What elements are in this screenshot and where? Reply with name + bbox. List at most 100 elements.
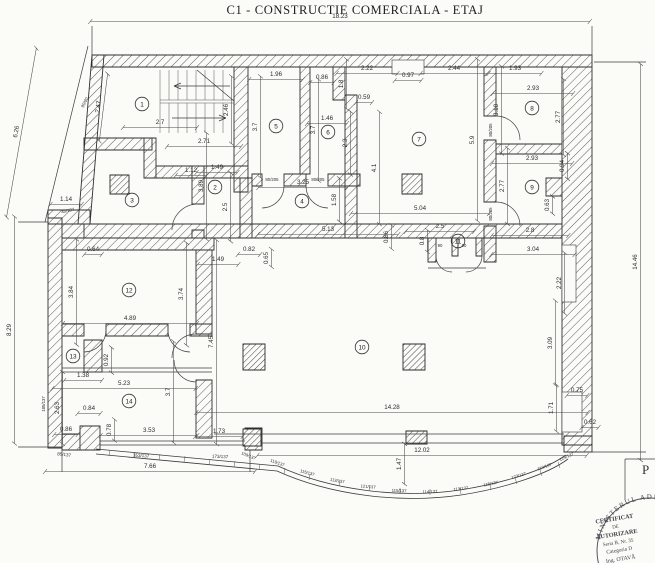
- tiny-label: 113/137: [537, 461, 553, 471]
- room-number: 3: [124, 192, 140, 208]
- room-number: 1: [134, 96, 150, 112]
- dim-label: 3.53: [98, 427, 200, 439]
- dim-label: 0.82: [235, 246, 263, 258]
- dim-text: 0.75: [571, 387, 584, 394]
- dim-label: 1.8: [338, 57, 350, 111]
- dim-label: 7.66: [42, 463, 258, 475]
- walls: [47, 54, 593, 453]
- dim-text: 3.74: [178, 287, 185, 300]
- dim-text: 5.9: [469, 135, 476, 144]
- room-number: 5: [268, 118, 284, 134]
- dim-label: 0.64: [82, 246, 104, 258]
- svg-text:3: 3: [130, 197, 134, 204]
- dim-text: 2.44: [448, 65, 461, 72]
- dim-text: 1.96: [270, 71, 283, 78]
- svg-text:7: 7: [417, 136, 421, 143]
- dim-text: 90: [438, 243, 443, 248]
- room-number: 11: [450, 233, 466, 249]
- dim-label: 3.25: [256, 179, 350, 191]
- tiny-label: 80/205: [265, 177, 279, 182]
- dim-text: 2.93: [527, 85, 540, 92]
- dim-label: 12.02: [255, 447, 589, 459]
- dim-text: 0.94: [559, 159, 566, 172]
- room-number: 8: [524, 100, 540, 116]
- svg-text:10: 10: [358, 344, 366, 351]
- tiny-label: 113/137: [453, 485, 469, 492]
- tiny-label: 90: [462, 243, 467, 248]
- dim-text: 0.8: [419, 236, 426, 245]
- dim-text: 80/205: [488, 123, 493, 137]
- tiny-label: 115/137: [392, 488, 408, 494]
- dim-label: 1.71: [548, 382, 560, 434]
- room-number: 10: [354, 339, 370, 355]
- dim-text: 0.97: [402, 72, 415, 79]
- dim-label: 0.86: [308, 74, 336, 86]
- dim-text: 3.53: [143, 427, 156, 434]
- dim-label: 2.93: [490, 85, 576, 97]
- dim-label: 2.5: [403, 223, 477, 235]
- dim-text: 8.29: [6, 323, 13, 336]
- dim-text: 3.7: [310, 125, 317, 134]
- dim-label: 2.71: [164, 138, 244, 150]
- dim-text: 109/137: [241, 450, 258, 461]
- dim-text: 1.49: [211, 164, 224, 171]
- dim-text: 2.7: [156, 119, 165, 126]
- dim-label: 2.47: [94, 71, 111, 144]
- dim-label: 1.96: [246, 71, 306, 83]
- dim-label: 1.93: [486, 65, 544, 77]
- svg-text:2: 2: [213, 184, 217, 191]
- tiny-label: 80/205: [488, 123, 493, 137]
- dim-text: 119/137: [270, 458, 286, 468]
- dim-label: 3.7: [252, 74, 264, 180]
- dim-text: 1.8: [338, 79, 345, 88]
- dim-text: 1.38: [77, 372, 90, 379]
- dim-text: 80/90: [80, 96, 90, 108]
- dim-text: 14.46: [632, 254, 639, 270]
- dim-label: 2.3: [342, 109, 354, 177]
- dim-text: 2.77: [555, 110, 562, 123]
- dim-label: 2.22: [556, 250, 568, 316]
- dim-label: 2.44: [418, 65, 490, 77]
- tiny-label: 115/137: [483, 479, 499, 487]
- svg-text:6: 6: [326, 129, 330, 136]
- dim-label: 7.45: [208, 237, 220, 447]
- stair-arrow-down: [172, 114, 227, 122]
- svg-text:5: 5: [274, 123, 278, 130]
- dim-label: 0.59: [353, 94, 375, 106]
- stamp-line: Ing. OTAVĂ: [605, 552, 636, 563]
- dim-text: 12.02: [414, 447, 430, 454]
- stair-arrow-up: [173, 82, 230, 90]
- room-number: 12: [121, 282, 137, 298]
- svg-text:11: 11: [455, 238, 462, 245]
- dim-label: 5.13: [255, 226, 401, 238]
- dim-text: 5.04: [414, 205, 427, 212]
- dim-label: 2.77: [555, 76, 567, 158]
- dim-label: 2.8: [489, 227, 571, 239]
- dim-label: 2.7: [120, 119, 200, 131]
- dim-text: 2.5: [222, 202, 229, 211]
- dim-text: 2.8: [526, 227, 535, 234]
- dim-label: 1.58: [331, 176, 343, 224]
- dim-text: 0.86: [60, 426, 73, 433]
- facade-mullions: [108, 449, 561, 495]
- dim-label: 2.93: [489, 155, 575, 167]
- dim-label: 0.75: [564, 387, 590, 399]
- dim-text: 1.58: [331, 193, 338, 206]
- dim-text: 0.82: [243, 246, 256, 253]
- dim-text: 115/137: [300, 468, 316, 477]
- svg-text:13: 13: [69, 353, 77, 360]
- tiny-label: 113/137: [330, 477, 346, 485]
- dim-label: 1.73: [193, 428, 245, 440]
- dim-label: 6.26: [4, 45, 39, 220]
- dim-label: 4.1: [371, 109, 383, 227]
- tiny-label: 80/205: [311, 177, 325, 182]
- dim-text: 3.7: [165, 387, 172, 396]
- dim-label: 0.97: [392, 72, 424, 84]
- dim-text: 1.93: [509, 65, 522, 72]
- dim-text: 4.1: [371, 163, 378, 172]
- dim-text: 0.62: [584, 419, 597, 426]
- dim-text: 0.59: [358, 94, 371, 101]
- dim-label: 1.46: [304, 115, 350, 127]
